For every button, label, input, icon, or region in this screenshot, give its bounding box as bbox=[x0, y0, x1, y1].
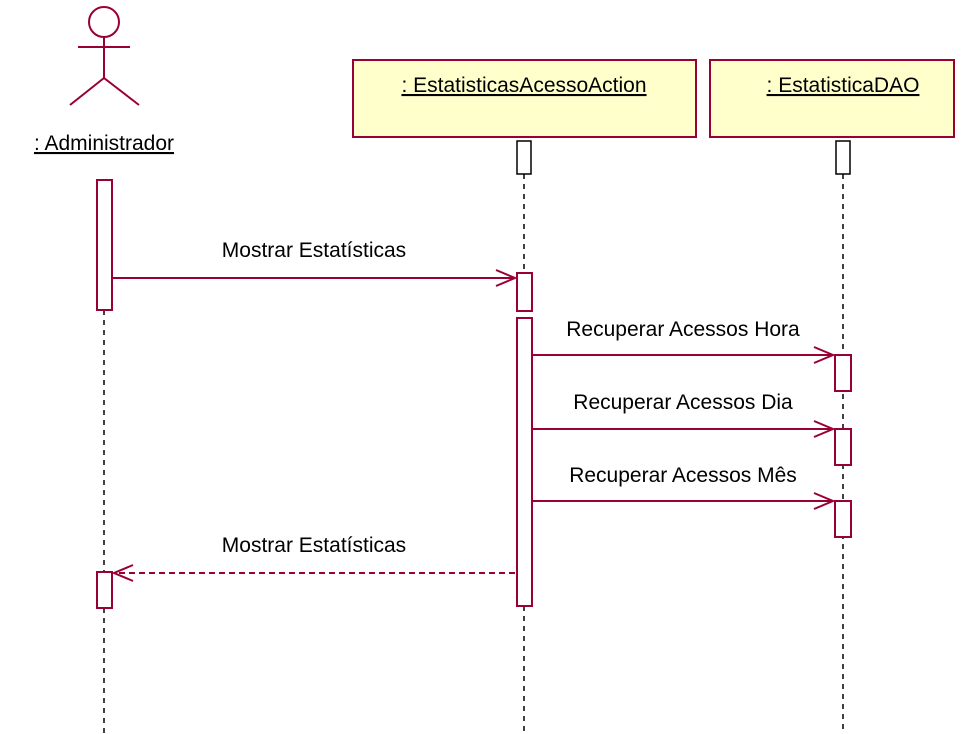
activation-administrador-2 bbox=[96, 571, 113, 609]
message-label: Recuperar Acessos Dia bbox=[573, 391, 793, 414]
arrowhead-icon bbox=[813, 420, 836, 438]
activation-administrador-1 bbox=[96, 179, 113, 311]
arrowhead-icon bbox=[813, 346, 836, 364]
arrowhead-icon bbox=[813, 492, 836, 510]
object-head-dao bbox=[835, 140, 851, 175]
arrowhead-icon bbox=[495, 269, 518, 287]
object-estatisticas-acesso-action[interactable]: : EstatisticasAcessoAction bbox=[352, 59, 697, 138]
message-recuperar-acessos-dia[interactable]: Recuperar Acessos Dia bbox=[532, 391, 836, 438]
message-label: Mostrar Estatísticas bbox=[222, 239, 406, 262]
message-mostrar-estatisticas[interactable]: Mostrar Estatísticas bbox=[112, 239, 518, 287]
activation-dao-3 bbox=[834, 500, 852, 538]
message-recuperar-acessos-hora[interactable]: Recuperar Acessos Hora bbox=[532, 318, 836, 364]
activation-dao-2 bbox=[834, 428, 852, 466]
object-estatistica-dao[interactable]: : EstatisticaDAO bbox=[709, 59, 955, 138]
activation-action-2 bbox=[516, 317, 533, 607]
message-recuperar-acessos-mes[interactable]: Recuperar Acessos Mês bbox=[532, 464, 836, 510]
actor-stick-figure-icon bbox=[69, 6, 140, 106]
object-label: : EstatisticaDAO bbox=[767, 74, 920, 97]
activation-action-1 bbox=[516, 272, 533, 312]
arrowhead-icon bbox=[111, 564, 134, 582]
actor-administrador[interactable]: : Administrador bbox=[34, 6, 174, 155]
message-return-mostrar-estatisticas[interactable]: Mostrar Estatísticas bbox=[111, 534, 515, 582]
message-label: Recuperar Acessos Hora bbox=[566, 318, 800, 341]
object-box bbox=[709, 59, 955, 138]
object-head-action bbox=[516, 140, 532, 175]
message-label: Mostrar Estatísticas bbox=[222, 534, 406, 557]
activation-dao-1 bbox=[834, 354, 852, 392]
actor-label: : Administrador bbox=[34, 132, 174, 155]
message-label: Recuperar Acessos Mês bbox=[569, 464, 797, 487]
object-label: : EstatisticasAcessoAction bbox=[401, 74, 646, 97]
object-box bbox=[352, 59, 697, 138]
